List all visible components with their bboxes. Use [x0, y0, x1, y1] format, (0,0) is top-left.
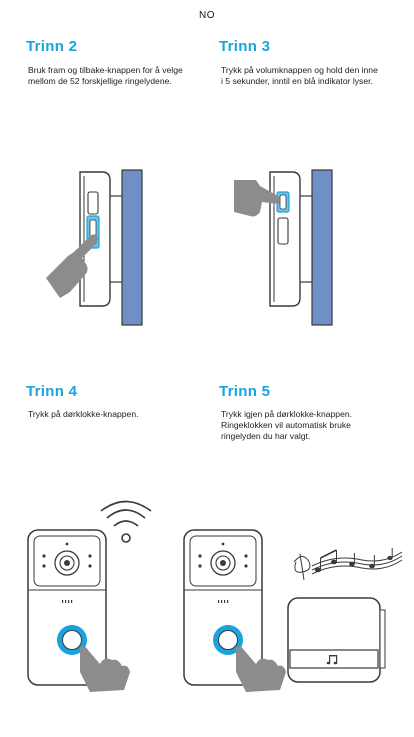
chime-receiver-body: [287, 597, 381, 683]
step-3-text: Trykk på volumknappen og hold den inne i…: [221, 65, 378, 86]
step-2-side-view-illustration: [46, 169, 143, 326]
hand-pointer-icon: [236, 646, 286, 692]
back-button: [87, 191, 99, 215]
hand-pointer-icon: [46, 234, 98, 298]
step-3-title: Trinn 3: [219, 38, 271, 55]
step-2-title: Trinn 2: [26, 38, 78, 55]
step-5-title: Trinn 5: [219, 383, 271, 400]
mount-bracket: [299, 195, 313, 283]
wall-panel: [121, 169, 143, 326]
step-3-side-view-illustration: [234, 169, 333, 326]
wall-panel: [311, 169, 333, 326]
hand-pointer-icon: [80, 646, 130, 692]
wifi-signal-icon: [100, 500, 152, 543]
side-button: [277, 217, 289, 245]
step-2-text: Bruk fram og tilbake-knappen for å velge…: [28, 65, 183, 86]
hand-pointer-icon: [234, 180, 280, 217]
step-4-doorbell-front-illustration: [27, 500, 152, 692]
step-4-text: Trykk på dørklokke-knappen.: [28, 409, 139, 419]
music-note-icon: [326, 655, 338, 665]
step-5-doorbell-and-chime-illustration: [183, 529, 403, 692]
music-notes-icon: [293, 548, 403, 581]
language-label: NO: [199, 10, 215, 21]
mount-bracket: [109, 195, 123, 283]
step-4-title: Trinn 4: [26, 383, 78, 400]
chime-plug: [379, 609, 386, 669]
step-5-text: Trykk igjen på dørklokke-knappen. Ringek…: [221, 409, 353, 441]
